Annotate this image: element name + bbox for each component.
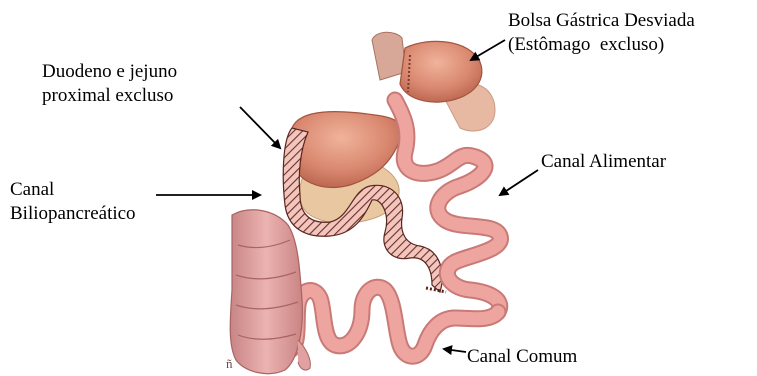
colon (230, 210, 302, 374)
label-duodeno-line1: Duodeno e jejuno (42, 60, 177, 84)
gastric-pouch (400, 41, 482, 102)
label-alimentar-text: Canal Alimentar (541, 150, 666, 174)
alimentary-limb-fill (395, 100, 500, 312)
cecum (298, 340, 310, 370)
label-bolsa-line1: Bolsa Gástrica Desviada (508, 9, 695, 33)
label-biliop-line2: Biliopancreático (10, 202, 136, 226)
label-excluded-duodenum: Duodeno e jejuno proximal excluso (42, 60, 177, 108)
arrow-alimentar (500, 170, 538, 195)
label-duodeno-line2: proximal excluso (42, 84, 177, 108)
esophagus (372, 32, 406, 80)
label-biliop-line1: Canal (10, 178, 136, 202)
arrow-bolsa (471, 40, 505, 60)
label-biliopancreatic-limb: Canal Biliopancreático (10, 178, 136, 226)
label-comum-text: Canal Comum (467, 345, 577, 369)
label-bolsa-line2: (Estômago excluso) (508, 33, 695, 57)
label-common-channel: Canal Comum (467, 345, 577, 369)
duodenal-closure (426, 288, 446, 292)
arrow-duodeno (240, 107, 280, 148)
artist-mark: ñ (226, 356, 233, 371)
label-alimentary-limb: Canal Alimentar (541, 150, 666, 174)
label-bypassed-gastric-pouch: Bolsa Gástrica Desviada (Estômago exclus… (508, 9, 695, 57)
arrow-comum (444, 349, 466, 352)
